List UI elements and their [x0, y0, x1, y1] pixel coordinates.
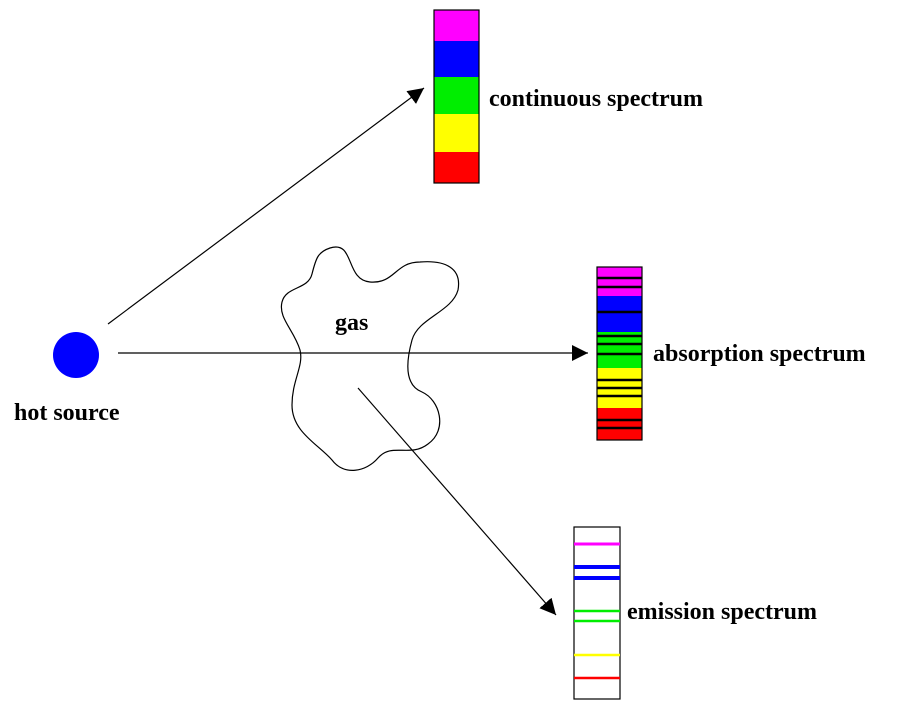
hot-source-circle: [53, 332, 99, 378]
continuous-border: [433, 9, 480, 184]
absorption-spectrum-strip: [596, 266, 643, 441]
continuous-band-green: [434, 77, 479, 114]
continuous-band-blue: [434, 41, 479, 77]
continuous-spectrum-strip: [433, 9, 480, 184]
emission-spectrum-label: emission spectrum: [627, 599, 817, 625]
continuous-band-red: [434, 152, 479, 183]
gas-label: gas: [335, 310, 368, 336]
absorption-band-green: [597, 332, 642, 368]
absorption-band-magenta: [597, 267, 642, 296]
emission-spectrum-strip: [573, 526, 621, 700]
absorption-dark-lines: [597, 276, 642, 430]
arrow-to-continuous: [107, 87, 425, 325]
absorption-band-red: [597, 408, 642, 440]
continuous-spectrum-label: continuous spectrum: [489, 86, 703, 112]
absorption-band-blue: [597, 296, 642, 332]
hot-source-label: hot source: [14, 400, 120, 426]
arrow-to-emission: [357, 387, 557, 616]
continuous-band-yellow: [434, 114, 479, 152]
gas-cloud: [280, 246, 460, 471]
absorption-spectrum-label: absorption spectrum: [653, 341, 866, 367]
absorption-border: [596, 266, 643, 441]
continuous-band-magenta: [434, 10, 479, 41]
emission-background: [573, 526, 621, 700]
